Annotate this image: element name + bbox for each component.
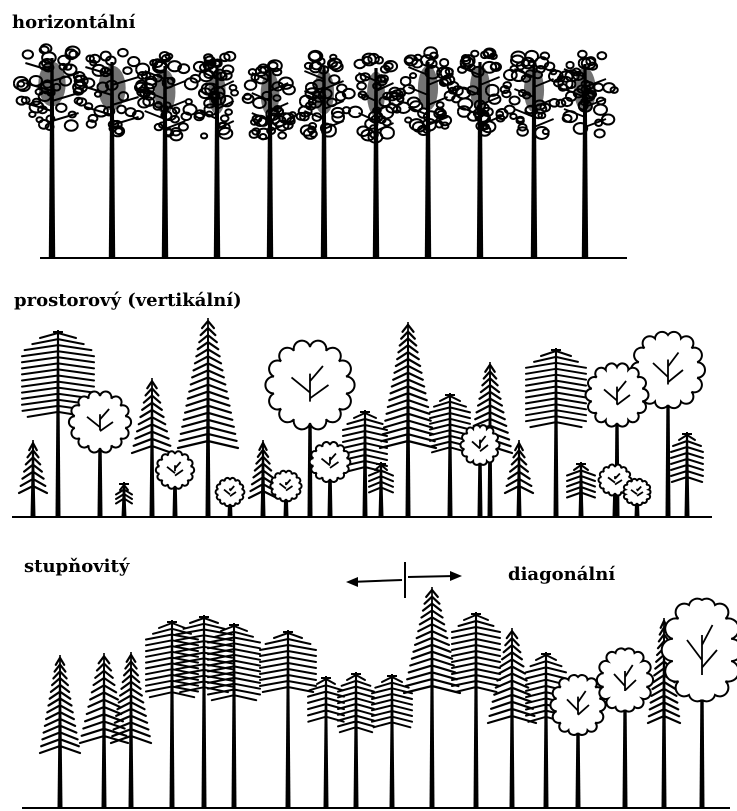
broadleaf-tree xyxy=(550,675,605,808)
pine-tree xyxy=(243,60,296,258)
broadleaf-tree xyxy=(156,451,194,517)
broadleaf-tree xyxy=(216,478,245,517)
fir-tree xyxy=(372,674,412,808)
spruce-tree xyxy=(80,653,128,808)
broadleaf-tree xyxy=(662,599,737,808)
fir-tree xyxy=(208,623,260,808)
broadleaf-tree xyxy=(624,479,651,517)
fir-tree xyxy=(116,482,132,517)
spruce-tree xyxy=(380,322,436,517)
broadleaf-tree xyxy=(270,471,301,517)
broadleaf-tree xyxy=(460,425,499,517)
fir-tree xyxy=(452,612,500,808)
broadleaf-tree xyxy=(69,392,131,517)
pine-tree xyxy=(396,47,458,258)
fir-tree xyxy=(260,630,316,808)
pine-tree xyxy=(349,54,404,258)
fir-tree xyxy=(369,462,393,517)
fir-tree xyxy=(146,620,198,808)
fir-tree xyxy=(308,676,344,808)
fir-tree xyxy=(526,348,586,517)
pine-tree xyxy=(557,51,618,258)
broadleaf-tree xyxy=(310,442,351,517)
fir-tree xyxy=(567,462,595,517)
fir-tree xyxy=(671,432,703,517)
spruce-tree xyxy=(111,652,151,808)
broadleaf-tree xyxy=(597,648,653,808)
spruce-tree xyxy=(40,655,80,808)
pine-tree xyxy=(503,51,563,258)
spruce-tree xyxy=(132,378,172,517)
fir-tree xyxy=(176,615,232,808)
fir-tree xyxy=(338,672,374,808)
spruce-tree xyxy=(19,440,47,517)
spruce-tree xyxy=(404,587,460,808)
pine-tree xyxy=(73,49,154,258)
pine-tree xyxy=(191,52,238,258)
split-arrow-icon xyxy=(346,562,462,598)
pine-tree xyxy=(449,48,511,258)
pine-tree xyxy=(297,51,355,258)
